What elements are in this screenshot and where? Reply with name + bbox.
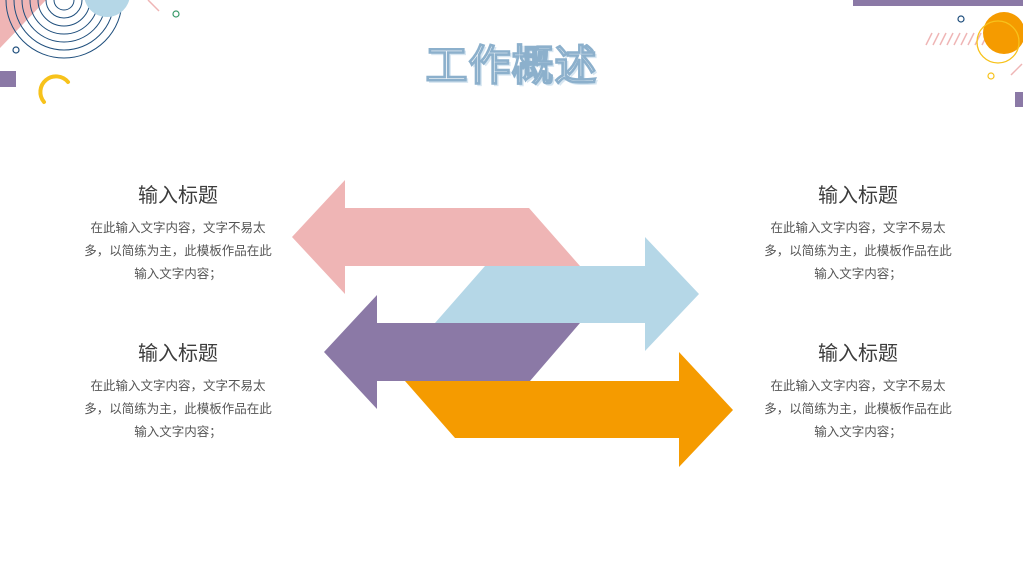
yellow-small-ring-decoration xyxy=(987,72,995,80)
block-body: 在此输入文字内容，文字不易太多，以简练为主，此模板作品在此输入文字内容； xyxy=(764,378,952,439)
orange-circle-decoration xyxy=(983,12,1023,54)
arrow-left-purple xyxy=(324,295,580,409)
text-block-bottom-right: 输入标题 在此输入文字内容，文字不易太多，以简练为主，此模板作品在此输入文字内容… xyxy=(763,338,953,443)
pink-line-decoration xyxy=(147,0,160,12)
block-heading: 输入标题 xyxy=(818,183,898,207)
purple-square-decoration xyxy=(0,71,16,87)
text-block-top-right: 输入标题 在此输入文字内容，文字不易太多，以简练为主，此模板作品在此输入文字内容… xyxy=(763,180,953,285)
yellow-arc-decoration xyxy=(38,74,70,104)
block-heading: 输入标题 xyxy=(138,341,218,365)
block-body: 在此输入文字内容，文字不易太多，以简练为主，此模板作品在此输入文字内容； xyxy=(84,220,272,281)
page-title: 工作概述 xyxy=(425,40,598,90)
arrow-right-blue xyxy=(435,237,699,351)
pink-diagonal-decoration xyxy=(1010,63,1023,76)
navy-small-ring-decoration xyxy=(957,15,965,23)
purple-square-right-decoration xyxy=(1015,92,1023,107)
block-heading: 输入标题 xyxy=(138,183,218,207)
block-heading: 输入标题 xyxy=(818,341,898,365)
blue-circle-decoration xyxy=(84,0,130,17)
block-body: 在此输入文字内容，文字不易太多，以简练为主，此模板作品在此输入文字内容； xyxy=(84,378,272,439)
text-block-top-left: 输入标题 在此输入文字内容，文字不易太多，以简练为主，此模板作品在此输入文字内容… xyxy=(83,180,273,285)
yellow-ring-decoration xyxy=(976,20,1020,64)
green-ring-decoration xyxy=(172,10,180,18)
arrow-right-orange xyxy=(405,352,733,467)
pink-triangle-decoration xyxy=(0,0,46,48)
navy-ring-decoration xyxy=(12,46,20,54)
text-block-bottom-left: 输入标题 在此输入文字内容，文字不易太多，以简练为主，此模板作品在此输入文字内容… xyxy=(83,338,273,443)
block-body: 在此输入文字内容，文字不易太多，以简练为主，此模板作品在此输入文字内容； xyxy=(764,220,952,281)
arrow-left-pink xyxy=(292,180,580,294)
concentric-rings-decoration xyxy=(5,0,123,59)
purple-bar-decoration xyxy=(853,0,1023,6)
